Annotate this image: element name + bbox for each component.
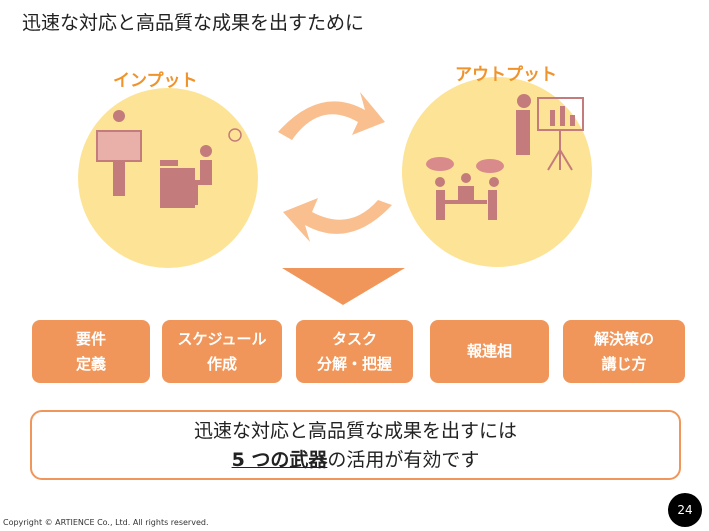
reading-person-icon xyxy=(96,110,142,196)
slide-title: 迅速な対応と高品質な成果を出すために xyxy=(22,12,365,34)
message-line2: 5 つの武器の活用が有効です xyxy=(32,446,679,475)
weapon-line1: タスク xyxy=(331,329,377,348)
weapon-line1: 報連相 xyxy=(466,342,512,360)
cycle-arrow-bottom xyxy=(283,198,392,242)
down-triangle xyxy=(282,268,405,305)
message-emphasis: 5 つの武器 xyxy=(231,449,328,471)
input-label: インプット xyxy=(113,71,198,91)
weapon-line2: 分解・把握 xyxy=(316,354,392,373)
copyright: Copyright © ARTIENCE Co., Ltd. All right… xyxy=(3,518,209,527)
weapon-line2: 作成 xyxy=(206,354,237,373)
message-line1: 迅速な対応と高品質な成果を出すには xyxy=(193,420,517,442)
weapon-task: タスク分解・把握 xyxy=(296,320,413,383)
weapon-solution: 解決策の講じ方 xyxy=(563,320,685,383)
weapon-line1: スケジュール xyxy=(177,329,267,348)
weapon-report: 報連相 xyxy=(430,320,549,383)
desk-worker-icon xyxy=(160,128,242,208)
message-rest: の活用が有効です xyxy=(327,449,480,471)
weapon-line2: 定義 xyxy=(75,354,106,373)
weapon-schedule: スケジュール作成 xyxy=(162,320,282,383)
weapon-line2: 講じ方 xyxy=(601,354,647,373)
message-box: 迅速な対応と高品質な成果を出すには 5 つの武器の活用が有効です xyxy=(30,410,681,480)
weapon-line1: 解決策の xyxy=(593,329,654,348)
presenter-icon xyxy=(516,94,584,171)
cycle-arrow-top xyxy=(278,92,385,140)
weapon-requirements: 要件定義 xyxy=(32,320,150,383)
output-label: アウトプット xyxy=(455,65,557,85)
weapon-line1: 要件 xyxy=(75,329,106,348)
page-number: 24 xyxy=(668,493,702,527)
meeting-icon xyxy=(426,157,504,220)
